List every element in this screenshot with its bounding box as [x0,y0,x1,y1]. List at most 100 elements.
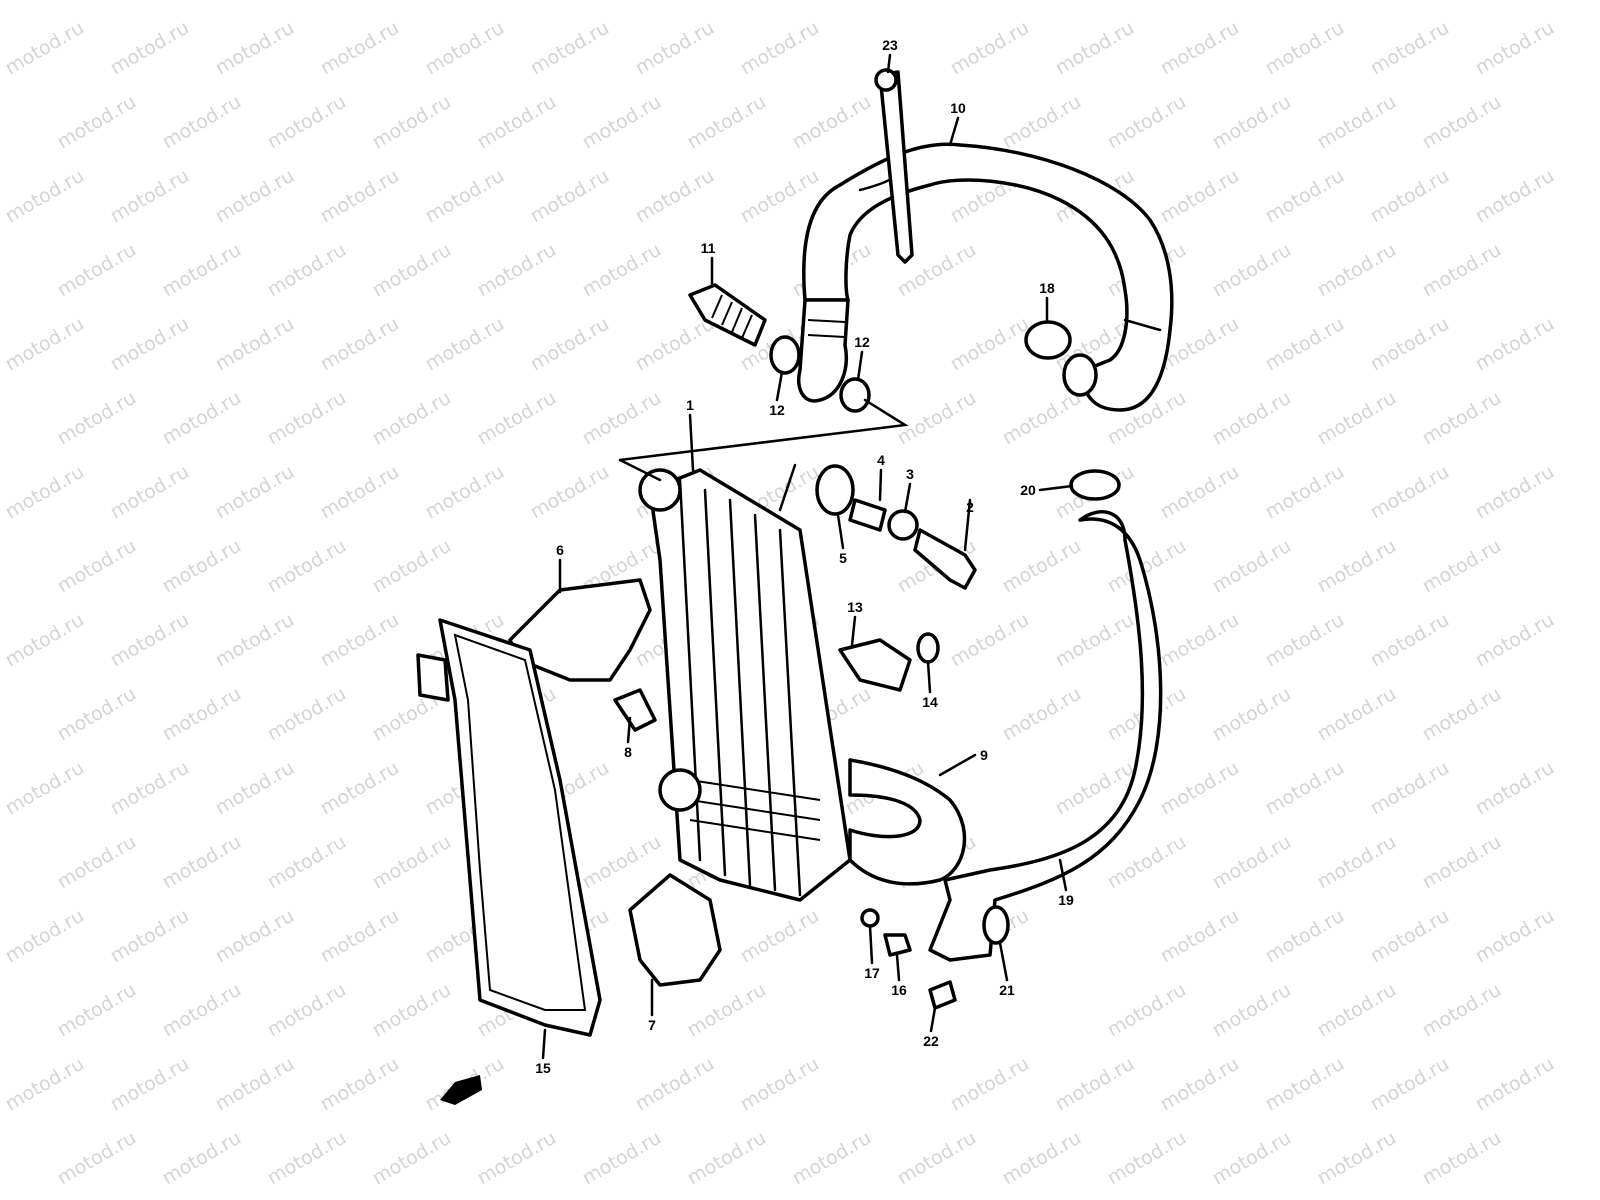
watermark-text: motod.ru [684,1127,770,1190]
watermark-text: motod.ru [1472,165,1558,228]
label-7: 7 [648,1017,656,1033]
watermark-text: motod.ru [2,609,88,672]
watermark-text: motod.ru [947,313,1033,376]
label-21: 21 [999,982,1015,998]
watermark-text: motod.ru [1052,609,1138,672]
label-1: 1 [686,397,694,413]
watermark-text: motod.ru [107,17,193,80]
watermark-text: motod.ru [369,91,455,154]
label-23: 23 [882,37,898,53]
watermark-text: motod.ru [317,461,403,524]
watermark-text: motod.ru [789,1127,875,1190]
part-16-bolt [883,933,912,957]
watermark-text: motod.ru [212,461,298,524]
watermark-text: motod.ru [789,91,875,154]
watermark-text: motod.ru [54,683,140,746]
watermark-text: motod.ru [894,387,980,450]
watermark-text: motod.ru [317,165,403,228]
watermark-text: motod.ru [1157,165,1243,228]
watermark-text: motod.ru [947,609,1033,672]
watermark-text: motod.ru [1052,1053,1138,1116]
watermark-text: motod.ru [1367,165,1453,228]
watermark-text: motod.ru [737,1053,823,1116]
part-9-hose [848,758,967,886]
watermark-text: motod.ru [107,757,193,820]
watermark-text: motod.ru [579,387,665,450]
part-labels: 23 10 11 18 12 12 1 4 3 2 20 5 6 13 14 8… [535,37,1074,1076]
watermark-text: motod.ru [264,91,350,154]
label-18: 18 [1039,280,1055,296]
watermark-text: motod.ru [737,905,823,968]
watermark-text: motod.ru [1262,165,1348,228]
label-11: 11 [701,240,716,256]
watermark-text: motod.ru [1157,905,1243,968]
watermark-text: motod.ru [1157,1053,1243,1116]
watermark-text: motod.ru [1262,609,1348,672]
watermark-text: motod.ru [369,1127,455,1190]
watermark-text: motod.ru [632,165,718,228]
watermark-text: motod.ru [1262,905,1348,968]
watermark-text: motod.ru [212,313,298,376]
watermark-text: motod.ru [1209,831,1295,894]
watermark-text: motod.ru [1262,313,1348,376]
watermark-text: motod.ru [317,1053,403,1116]
watermark-text: motod.ru [54,239,140,302]
watermark-text: motod.ru [2,1053,88,1116]
part-2-5-bolt-set [815,464,977,590]
label-22: 22 [923,1033,939,1049]
watermark-text: motod.ru [1367,313,1453,376]
watermark-text: motod.ru [474,91,560,154]
watermark-text: motod.ru [2,461,88,524]
watermark-text: motod.ru [737,165,823,228]
watermark-text: motod.ru [1472,757,1558,820]
watermark-text: motod.ru [1314,1127,1400,1190]
label-17: 17 [864,965,880,981]
watermark-text: motod.ru [1209,683,1295,746]
watermark-text: motod.ru [1314,91,1400,154]
watermark-text: motod.ru [212,905,298,968]
watermark-text: motod.ru [1367,905,1453,968]
watermark-text: motod.ru [1262,461,1348,524]
label-19: 19 [1058,892,1074,908]
watermark-text: motod.ru [999,91,1085,154]
leader-lines [541,53,1074,1060]
watermark-text: motod.ru [107,1053,193,1116]
part-14-o-ring [916,632,940,664]
part-17-washer [860,908,880,928]
part-11-bolt [688,283,767,347]
watermark-text: motod.ru [527,313,613,376]
part-22-bolt [928,980,957,1010]
watermark-text: motod.ru [1157,461,1243,524]
watermark-text: motod.ru [1314,979,1400,1042]
watermark-text: motod.ru [947,17,1033,80]
watermark-text: motod.ru [107,609,193,672]
watermark-text: motod.ru [369,535,455,598]
watermark-text: motod.ru [1209,535,1295,598]
watermark-text: motod.ru [527,17,613,80]
watermark-text: motod.ru [1419,683,1505,746]
label-12: 12 [854,334,870,350]
part-12-washer [839,377,871,413]
watermark-text: motod.ru [422,313,508,376]
watermark-text: motod.ru [474,387,560,450]
front-direction-arrow-icon [440,1075,482,1105]
watermark-text: motod.ru [54,91,140,154]
watermark-text: motod.ru [159,91,245,154]
watermark-text: motod.ru [999,535,1085,598]
label-6: 6 [556,542,564,558]
label-14: 14 [922,694,938,710]
watermark-text: motod.ru [1367,609,1453,672]
watermark-text: motod.ru [579,831,665,894]
watermark-text: motod.ru [317,757,403,820]
watermark-text: motod.ru [1104,91,1190,154]
label-10: 10 [950,100,966,116]
watermark-text: motod.ru [159,239,245,302]
watermark-text: motod.ru [369,979,455,1042]
label-4: 4 [877,452,885,468]
watermark-text: motod.ru [159,1127,245,1190]
watermark-text: motod.ru [1209,979,1295,1042]
watermark-text: motod.ru [579,91,665,154]
watermark-text: motod.ru [999,1127,1085,1190]
part-20-o-ring [1069,469,1121,501]
